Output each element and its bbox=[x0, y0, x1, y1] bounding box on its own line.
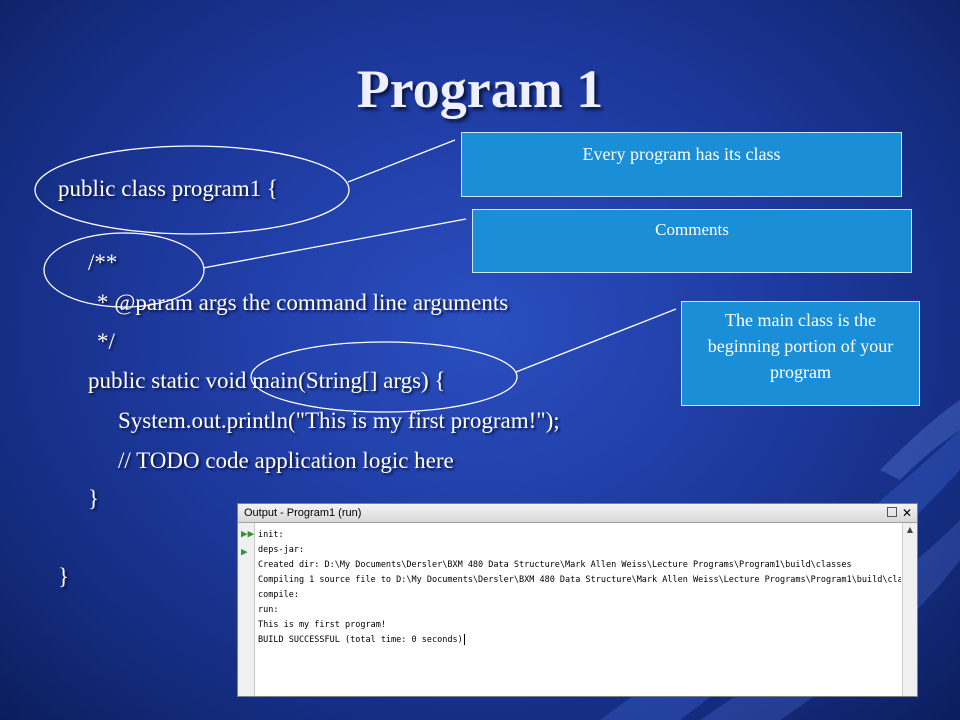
restore-icon[interactable] bbox=[887, 507, 897, 517]
code-line-main-close: } bbox=[88, 486, 100, 511]
output-line: Created dir: D:\My Documents\Dersler\BXM… bbox=[258, 560, 852, 570]
code-line-class: public class program1 { bbox=[58, 176, 278, 201]
code-line-comment-param: * @param args the command line arguments bbox=[97, 290, 509, 315]
output-title-bar: Output - Program1 (run) ✕ bbox=[238, 504, 917, 523]
output-line: This is my first program! bbox=[258, 620, 386, 630]
code-line-class-close: } bbox=[58, 564, 70, 589]
callout-class: Every program has its class bbox=[461, 132, 902, 197]
code-line-main: public static void main(String[] args) { bbox=[88, 368, 446, 393]
code-line-comment-close: */ bbox=[97, 329, 115, 354]
output-toolbar: ▶▶ ▶ bbox=[238, 523, 255, 696]
output-title: Output - Program1 (run) bbox=[244, 507, 362, 519]
output-line: init: bbox=[258, 530, 284, 540]
close-icon[interactable]: ✕ bbox=[901, 506, 912, 520]
output-line-last: BUILD SUCCESSFUL (total time: 0 seconds) bbox=[258, 633, 901, 648]
output-scrollbar[interactable] bbox=[902, 523, 917, 696]
output-text: init: deps-jar: Created dir: D:\My Documen… bbox=[258, 528, 901, 696]
connector-class bbox=[347, 139, 456, 183]
connector-main bbox=[515, 308, 677, 373]
output-line: BUILD SUCCESSFUL (total time: 0 seconds) bbox=[258, 635, 463, 645]
connector-comments bbox=[202, 218, 467, 269]
output-window: Output - Program1 (run) ✕ ▶▶ ▶ init: deps… bbox=[237, 503, 918, 697]
scroll-up-icon[interactable]: ▲ bbox=[906, 525, 914, 534]
rerun-disabled-icon[interactable]: ▶ bbox=[241, 545, 248, 558]
code-line-println: System.out.println("This is my first pro… bbox=[118, 408, 560, 433]
callout-comments: Comments bbox=[472, 209, 912, 273]
text-cursor bbox=[463, 634, 465, 645]
output-line: deps-jar: bbox=[258, 545, 305, 555]
rerun-icon[interactable]: ▶▶ bbox=[241, 527, 255, 540]
callout-main: The main class is the beginning portion … bbox=[681, 301, 920, 406]
output-line: Compiling 1 source file to D:\My Documen… bbox=[258, 575, 901, 585]
code-line-comment-open: /** bbox=[88, 250, 118, 275]
output-line: run: bbox=[258, 605, 279, 615]
slide-title: Program 1 bbox=[356, 59, 604, 119]
output-line: compile: bbox=[258, 590, 299, 600]
code-line-todo: // TODO code application logic here bbox=[118, 448, 454, 473]
